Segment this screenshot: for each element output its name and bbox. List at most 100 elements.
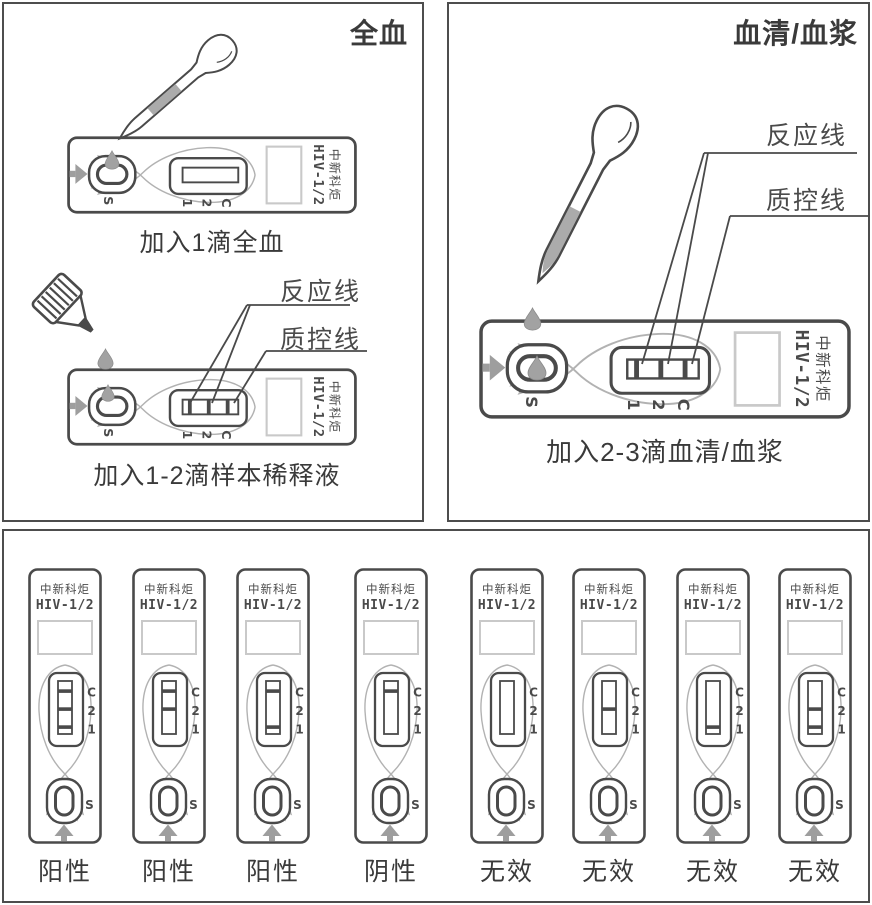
- result-label: 无效: [581, 858, 636, 886]
- serum-plasma-title: 血清/血浆: [733, 18, 858, 49]
- window-letter-1: 1: [180, 198, 195, 207]
- brand-text: 中新科炬: [790, 582, 840, 596]
- sample-well-inner: [158, 785, 179, 817]
- up-arrow-icon: [489, 354, 506, 381]
- up-arrow-stem: [709, 836, 715, 842]
- window-letter-2: 2: [413, 704, 421, 718]
- window-letter-C: C: [631, 686, 640, 700]
- well-letter-S: S: [835, 798, 844, 812]
- control-line-label: 质控线: [280, 326, 362, 354]
- brand-model-text: HIV-1/2: [310, 144, 326, 205]
- window-letter-2: 2: [191, 704, 199, 718]
- brand-model-text: HIV-1/2: [140, 598, 198, 613]
- test-line-C: [58, 689, 72, 693]
- brand-model-text: HIV-1/2: [362, 598, 420, 613]
- label-window: [141, 620, 197, 655]
- brand-text: 中新科炬: [144, 582, 194, 596]
- sample-well-inner: [598, 785, 619, 817]
- well-letter-S: S: [293, 798, 302, 812]
- up-arrow-stem: [165, 836, 171, 842]
- test-line-1: [808, 725, 822, 729]
- window-letter-1: 1: [735, 723, 743, 737]
- serum-caption: 加入2-3滴血清/血浆: [546, 437, 784, 467]
- window-letter-C: C: [529, 686, 538, 700]
- window-letter-1: 1: [191, 723, 199, 737]
- up-arrow-stem: [269, 836, 275, 842]
- window-letter-2: 2: [735, 704, 743, 718]
- test-strip: [499, 680, 515, 735]
- sample-drop-icon: [527, 355, 547, 381]
- up-arrow-icon: [598, 824, 618, 836]
- sample-well-inner: [380, 785, 401, 817]
- up-arrow-stem: [69, 170, 76, 178]
- up-arrow-icon: [496, 824, 516, 836]
- brand-text: 中新科炬: [813, 335, 831, 402]
- result-label: 阳性: [37, 858, 92, 886]
- result-label: 无效: [787, 858, 842, 886]
- label-window: [265, 145, 303, 205]
- label-window: [733, 331, 781, 407]
- reaction-line-label: 反应线: [280, 278, 362, 306]
- brand-model-text: HIV-1/2: [310, 376, 326, 437]
- window-letter-2: 2: [837, 704, 845, 718]
- test-line-2: [162, 707, 176, 711]
- step1-caption: 加入1滴全血: [139, 229, 285, 257]
- brand-text: 中新科炬: [688, 582, 738, 596]
- brand-text: 中新科炬: [328, 149, 343, 202]
- test-line-C: [384, 689, 398, 693]
- test-strip: [383, 680, 399, 735]
- step2-caption: 加入1-2滴样本稀释液: [93, 462, 341, 490]
- window-letter-2: 2: [87, 704, 95, 718]
- well-letter-S: S: [101, 196, 116, 205]
- well-letter-S: S: [733, 798, 742, 812]
- up-arrow-stem: [387, 836, 393, 842]
- up-arrow-stem: [69, 402, 76, 410]
- test-strip: [705, 680, 721, 735]
- window-letter-1: 1: [180, 430, 195, 439]
- window-letter-C: C: [674, 399, 693, 411]
- up-arrow-icon: [262, 824, 282, 836]
- label-window: [479, 620, 535, 655]
- window-letter-C: C: [87, 686, 96, 700]
- up-arrow-icon: [75, 163, 88, 184]
- up-arrow-icon: [75, 395, 88, 416]
- test-strip: [181, 166, 240, 184]
- window-letter-1: 1: [87, 723, 95, 737]
- label-window: [685, 620, 741, 655]
- test-line-1: [266, 725, 280, 729]
- up-arrow-stem: [503, 836, 509, 842]
- up-arrow-stem: [811, 836, 817, 842]
- sample-well-inner: [262, 785, 283, 817]
- window-letter-C: C: [837, 686, 846, 700]
- window-letter-1: 1: [529, 723, 537, 737]
- well-letter-S: S: [85, 798, 94, 812]
- result-label: 无效: [479, 858, 534, 886]
- sample-drop-icon: [101, 384, 115, 402]
- window-letter-2: 2: [295, 704, 303, 718]
- window-letter-2: 2: [631, 704, 639, 718]
- sample-well-inner: [496, 785, 517, 817]
- brand-text: 中新科炬: [40, 582, 90, 596]
- label-window: [265, 377, 303, 437]
- up-arrow-stem: [61, 836, 67, 842]
- well-letter-S: S: [629, 798, 638, 812]
- sample-drop-icon: [97, 348, 114, 370]
- window-letter-2: 2: [529, 704, 537, 718]
- up-arrow-icon: [54, 824, 74, 836]
- window-letter-C: C: [295, 686, 304, 700]
- test-line-1: [58, 725, 72, 729]
- dropper-icon: [117, 33, 238, 141]
- label-window: [581, 620, 637, 655]
